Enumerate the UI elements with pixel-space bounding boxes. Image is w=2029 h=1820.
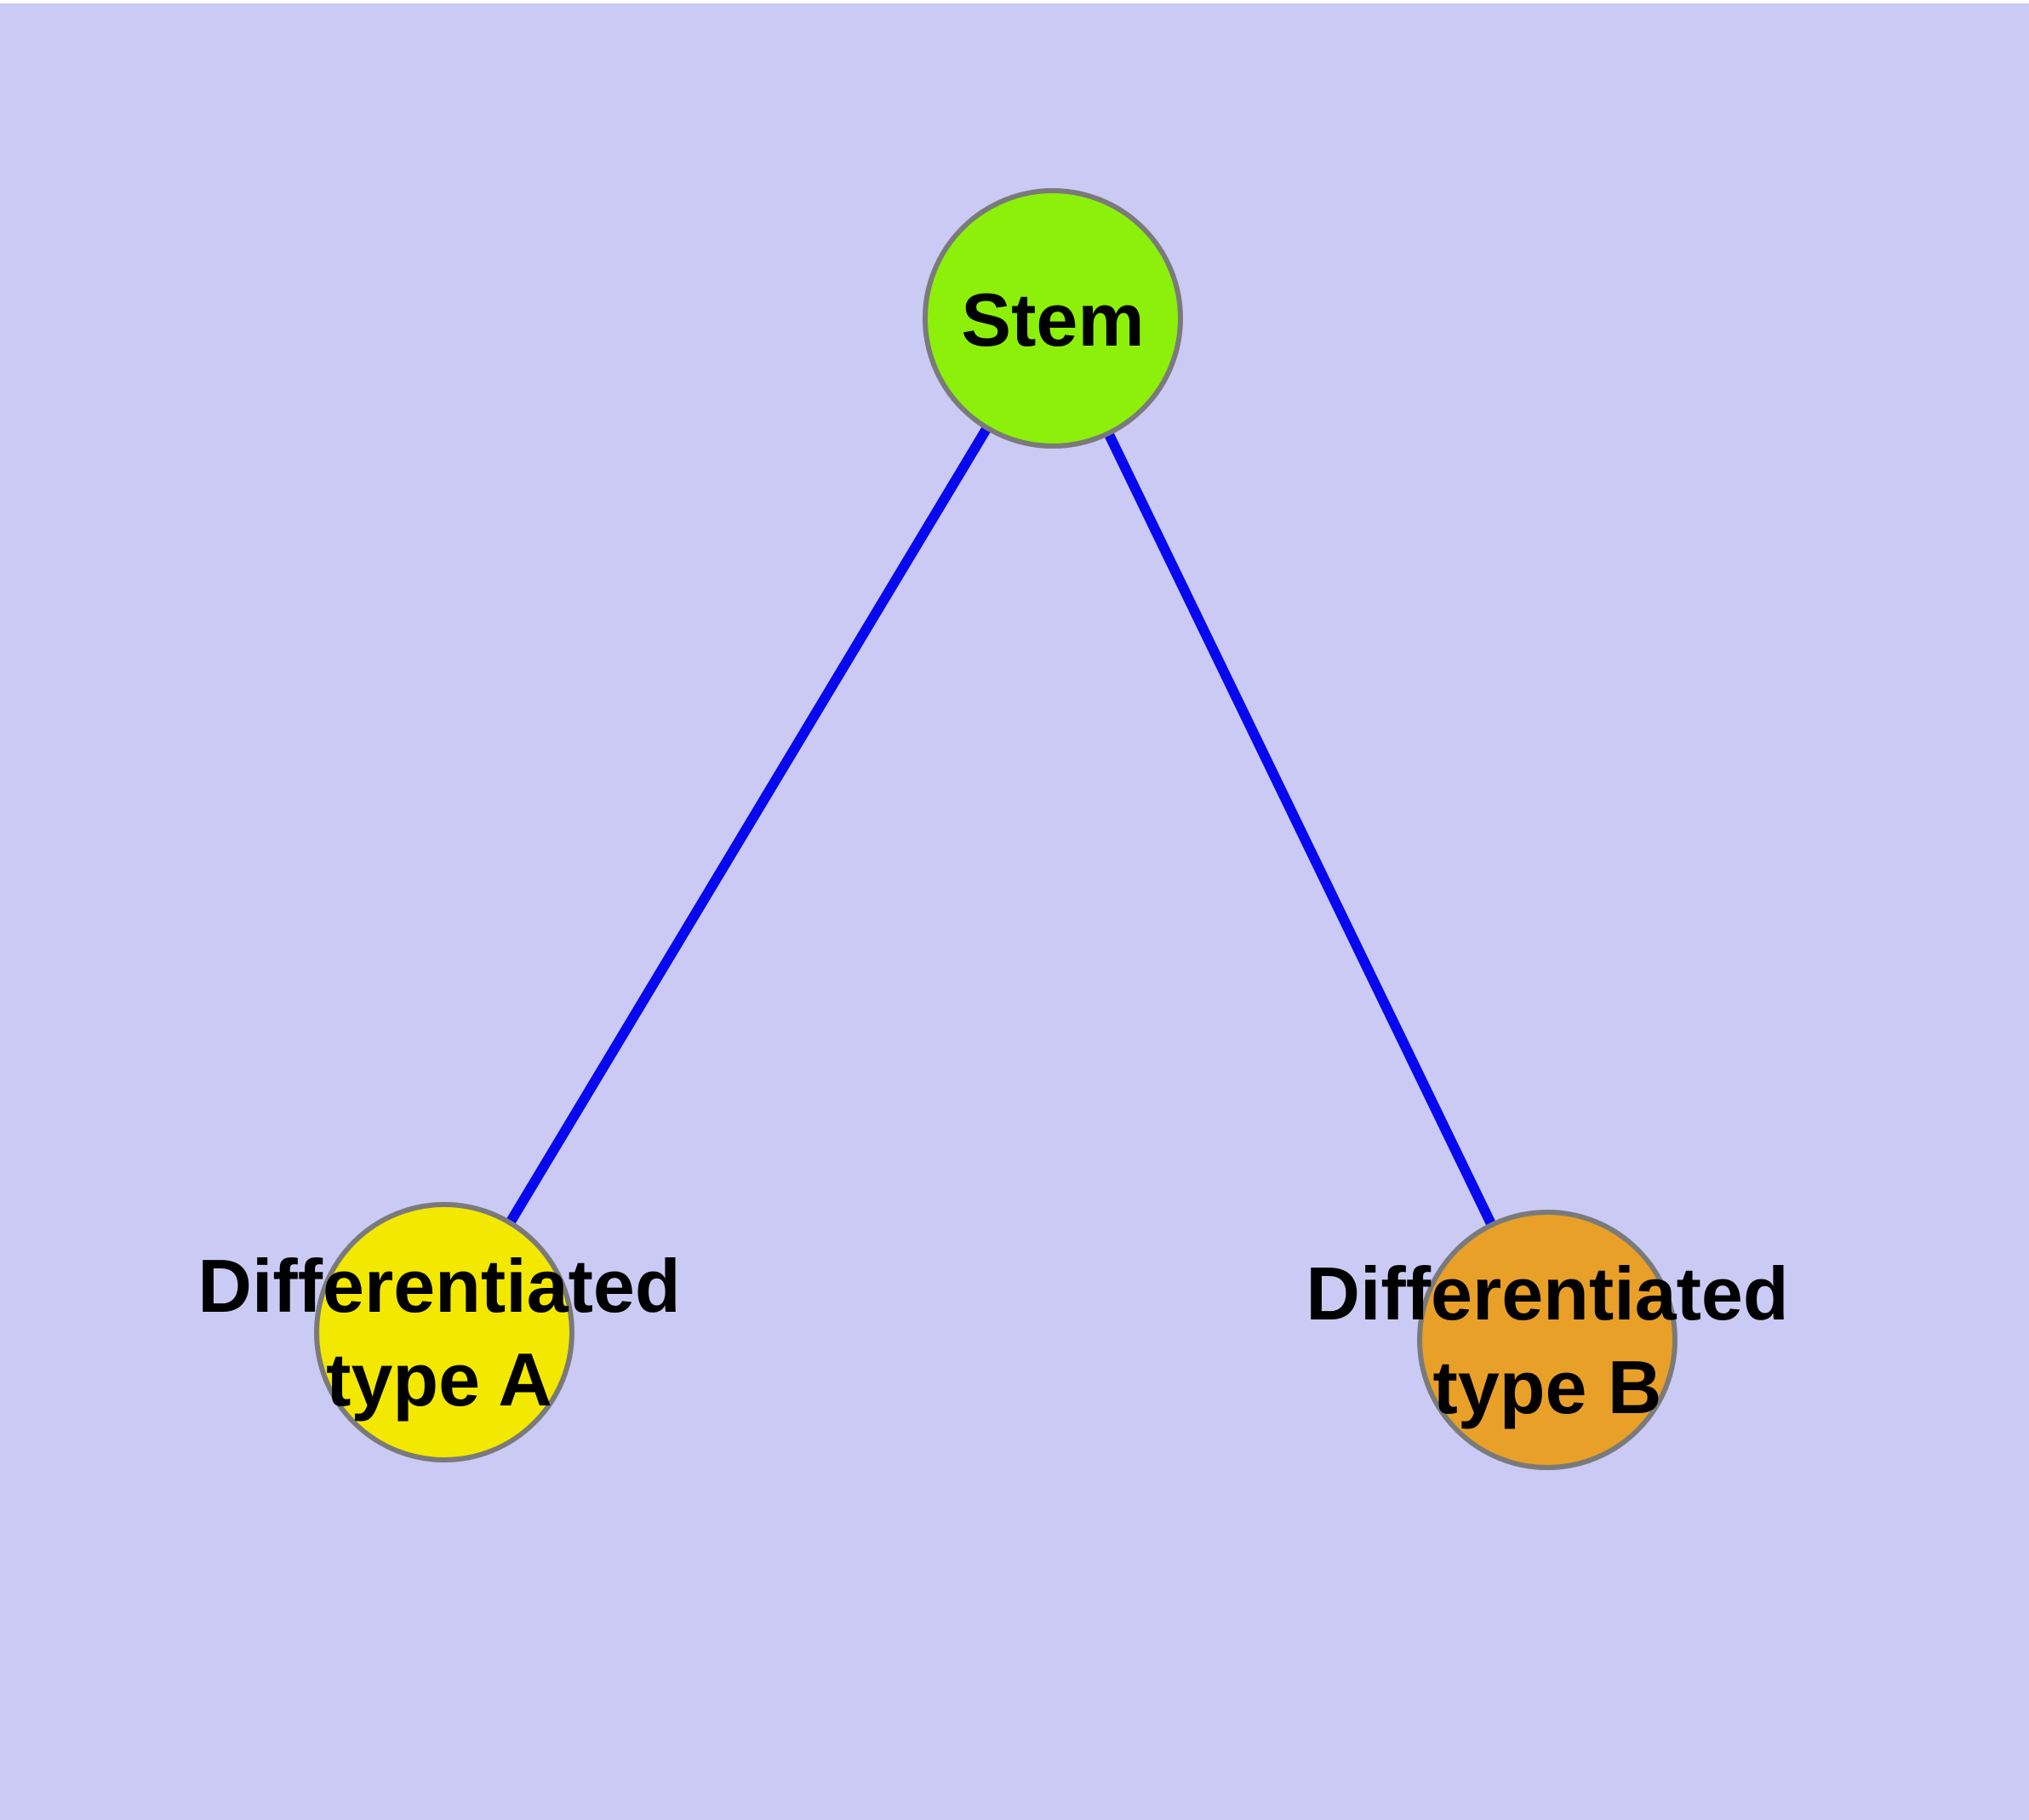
node-type-a-label: Differentiated type A [197,1239,680,1427]
node-stem-label: Stem [961,273,1144,367]
node-type-b-label-line1: Differentiated [1306,1251,1789,1336]
edge-stem-to-type-b [1048,316,1552,1342]
node-type-b [1417,1210,1677,1470]
node-stem [923,188,1183,449]
node-type-a-label-line2: type A [326,1337,552,1422]
node-type-b-label: Differentiated type B [1306,1247,1788,1434]
node-type-a-label-line1: Differentiated [197,1244,681,1328]
node-stem-label-text: Stem [961,278,1145,362]
node-type-b-label-line2: type B [1432,1345,1662,1429]
node-type-a [314,1202,574,1462]
top-margin [0,0,2029,3]
edge-stem-to-type-a [439,315,1058,1336]
